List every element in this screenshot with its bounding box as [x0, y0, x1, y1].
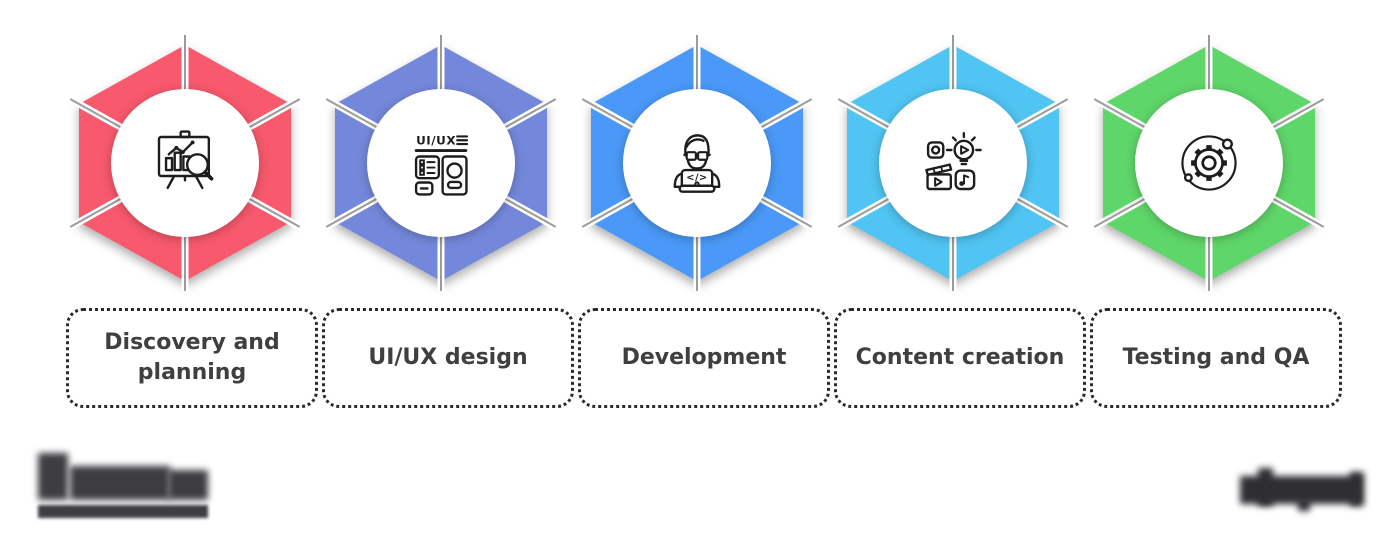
hub-circle — [623, 89, 771, 237]
step-uiux-design: UI/UX UI/UX design — [322, 35, 574, 409]
step-label: UI/UX design — [368, 345, 528, 371]
hub-circle — [111, 89, 259, 237]
step-label: Development — [621, 345, 787, 371]
developer-icon: </> — [658, 124, 736, 202]
step-label-card: Content creation — [834, 308, 1086, 408]
step-label: Testing and QA — [1122, 345, 1310, 371]
step-label: Discovery and planning — [104, 330, 280, 385]
hexagon-graphic — [580, 35, 814, 291]
logo-blur-shape — [38, 453, 68, 500]
step-content-creation: Content creation — [834, 35, 1086, 409]
step-label-card: Testing and QA — [1090, 308, 1342, 408]
uiux-wireframe-icon: UI/UX — [402, 124, 480, 202]
content-media-icon — [914, 124, 992, 202]
logo-blur-shape — [1258, 468, 1273, 506]
logo-blur-shape — [70, 466, 170, 500]
step-label: Content creation — [855, 345, 1065, 371]
svg-text:UI/UX: UI/UX — [416, 134, 456, 148]
hexagon-graphic — [324, 35, 558, 291]
logo-blur-shape — [1298, 498, 1310, 511]
hexagon-graphic — [68, 35, 302, 291]
logo-blur-shape — [1350, 472, 1364, 506]
redacted-wordmark-right — [1240, 468, 1378, 512]
hexagon-graphic — [836, 35, 1070, 291]
hub-circle — [879, 89, 1027, 237]
step-label-card: UI/UX design — [322, 308, 574, 408]
step-development: </> Development — [578, 35, 830, 409]
step-label-card: Discovery and planning — [66, 308, 318, 408]
step-label-card: Development — [578, 308, 830, 408]
hub-circle — [367, 89, 515, 237]
logo-blur-shape — [168, 470, 208, 500]
presentation-analysis-icon — [146, 124, 224, 202]
redacted-logo-left — [38, 451, 210, 521]
step-testing-and-qa: Testing and QA — [1090, 35, 1342, 409]
step-discovery-and-planning: Discovery and planning — [66, 35, 318, 409]
logo-underline-bar — [38, 505, 208, 518]
gear-orbit-icon — [1170, 124, 1248, 202]
svg-text:</>: </> — [686, 172, 708, 183]
